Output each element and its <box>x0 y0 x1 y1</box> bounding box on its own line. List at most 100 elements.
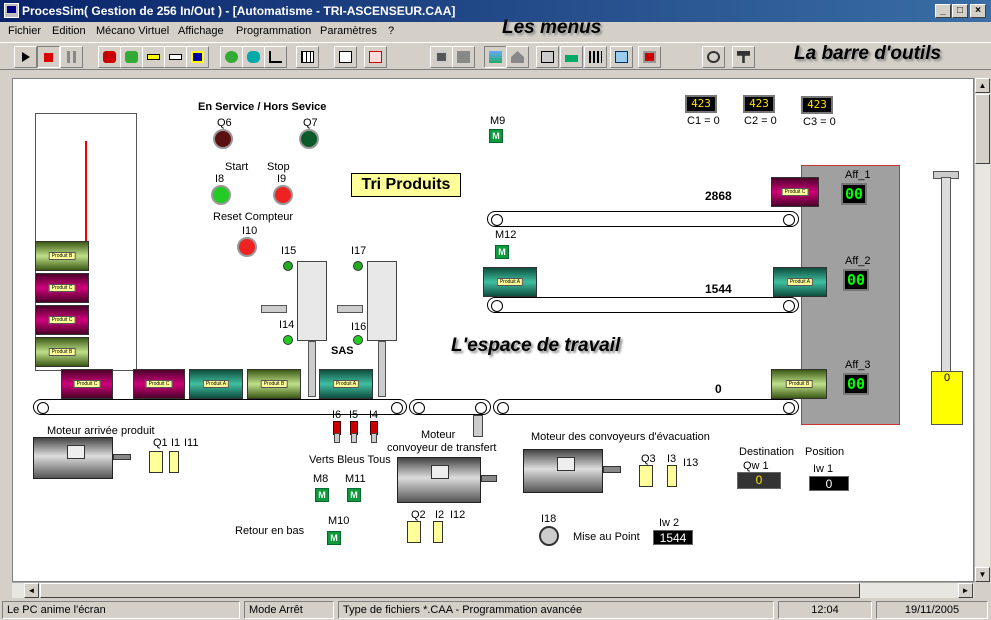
menu-mecano-virtuel[interactable]: Mécano Virtuel <box>96 25 170 37</box>
tool-connector[interactable] <box>142 46 165 68</box>
pause-button[interactable] <box>60 46 83 68</box>
m12-button[interactable]: M <box>495 245 509 259</box>
tool-valve[interactable] <box>242 46 265 68</box>
product-a-box[interactable]: Produit A <box>483 267 537 297</box>
i1-label: I1 <box>171 437 181 449</box>
tool-monitor[interactable] <box>452 46 475 68</box>
product-b-box[interactable]: Produit B <box>247 369 301 399</box>
horizontal-scroll-thumb[interactable] <box>40 583 860 598</box>
minimize-button[interactable]: _ <box>935 4 951 18</box>
q6-label: Q6 <box>217 117 232 129</box>
service-title: En Service / Hors Sevice <box>198 101 327 113</box>
tool-card[interactable] <box>610 46 633 68</box>
tool-network[interactable] <box>702 46 725 68</box>
m11-button[interactable]: M <box>347 488 361 502</box>
qw1-display: 0 <box>737 472 781 489</box>
tool-cube-green[interactable] <box>120 46 143 68</box>
app-icon[interactable] <box>4 3 19 18</box>
scroll-right-button[interactable]: ► <box>958 583 973 598</box>
tool-sensor[interactable] <box>220 46 243 68</box>
scroll-up-button[interactable]: ▲ <box>975 78 990 93</box>
menu-affichage[interactable]: Affichage <box>178 25 224 37</box>
conveyor-icon <box>169 54 182 60</box>
m10-label: M10 <box>328 515 350 527</box>
vertical-scrollbar[interactable]: ▲ ▼ <box>974 78 990 582</box>
tool-conveyor[interactable] <box>164 46 187 68</box>
horizontal-scrollbar[interactable]: ◄ ► <box>12 582 974 598</box>
scroll-left-button[interactable]: ◄ <box>24 583 39 598</box>
status-file-type: Type de fichiers *.CAA - Programmation a… <box>338 601 774 619</box>
product-c-box[interactable]: Produit C <box>35 273 89 303</box>
exit-conveyor-3[interactable] <box>493 399 799 415</box>
elevator-cabin[interactable]: 0 <box>931 371 963 425</box>
i18-selector-knob[interactable] <box>539 526 559 546</box>
tool-computer[interactable] <box>430 46 453 68</box>
i14-sensor <box>283 335 293 345</box>
menu-parametres[interactable]: Paramètres <box>320 25 377 37</box>
product-b-box[interactable]: Produit B <box>771 369 827 399</box>
q5-valve <box>261 305 287 313</box>
maximize-button[interactable]: □ <box>952 4 968 18</box>
m11-label: M11 <box>345 473 366 485</box>
close-button[interactable]: × <box>970 4 986 18</box>
product-c-box[interactable]: Produit C <box>771 177 819 207</box>
m10-button[interactable]: M <box>327 531 341 545</box>
start-button[interactable] <box>211 185 231 205</box>
menu-fichier[interactable]: Fichier <box>8 25 42 37</box>
stop-button[interactable] <box>37 46 60 68</box>
menu-programmation[interactable]: Programmation <box>236 25 312 37</box>
tool-house[interactable] <box>506 46 529 68</box>
tool-gear[interactable] <box>732 46 755 68</box>
play-button[interactable] <box>14 46 37 68</box>
scroll-down-button[interactable]: ▼ <box>975 567 990 582</box>
sas-cylinder-right <box>367 261 397 341</box>
stop-button[interactable] <box>273 185 293 205</box>
exit-conveyor-2[interactable] <box>487 297 799 313</box>
i3-label: I3 <box>667 453 677 465</box>
tool-gripper[interactable] <box>186 46 209 68</box>
tool-vm[interactable] <box>638 46 661 68</box>
toolbar: La barre d'outils <box>0 42 991 70</box>
tool-cube-red[interactable] <box>98 46 121 68</box>
tool-image[interactable] <box>484 46 507 68</box>
product-c-box[interactable]: Produit C <box>35 305 89 335</box>
m8-button[interactable]: M <box>315 488 329 502</box>
reset-counter-button[interactable] <box>237 237 257 257</box>
conveyor-2-count: 1544 <box>705 282 732 296</box>
iw1-display: 0 <box>809 476 849 491</box>
destination-label: Destination <box>739 446 795 458</box>
q4-valve <box>337 305 363 313</box>
tool-s1200[interactable] <box>560 46 583 68</box>
product-b-box[interactable]: Produit B <box>35 337 89 367</box>
status-date: 19/11/2005 <box>876 601 988 619</box>
transfer-conveyor[interactable] <box>409 399 491 415</box>
tool-grid[interactable] <box>296 46 319 68</box>
cube-red-icon <box>103 51 116 63</box>
product-c-box[interactable]: Produit C <box>133 369 185 399</box>
m12-label: M12 <box>495 229 517 241</box>
counter-2-label: C2 = 0 <box>744 115 777 127</box>
i14-label: I14 <box>279 319 295 331</box>
card-icon <box>615 51 628 63</box>
workspace[interactable]: Produit B Produit C Produit C Produit B … <box>12 78 974 582</box>
vertical-scroll-thumb[interactable] <box>975 94 990 164</box>
i16-sensor <box>353 335 363 345</box>
arrival-conveyor[interactable] <box>33 399 407 415</box>
tool-line[interactable] <box>264 46 287 68</box>
tool-relay[interactable] <box>364 46 387 68</box>
exit-conveyor-1[interactable] <box>487 211 799 227</box>
m9-button[interactable]: M <box>489 129 503 143</box>
product-c-box[interactable]: Produit C <box>61 369 113 399</box>
menu-help[interactable]: ? <box>388 25 395 37</box>
product-a-box[interactable]: Produit A <box>773 267 827 297</box>
product-b-box[interactable]: Produit B <box>35 241 89 271</box>
tool-chip[interactable] <box>536 46 559 68</box>
status-bar: Le PC anime l'écran Mode Arrêt Type de f… <box>0 600 991 620</box>
annotation-workspace: L'espace de travail <box>451 335 621 356</box>
aff-3-display: 00 <box>843 373 869 395</box>
tool-panel[interactable] <box>334 46 357 68</box>
menu-edition[interactable]: Edition <box>52 25 86 37</box>
product-a-box[interactable]: Produit A <box>319 369 373 399</box>
tool-module[interactable] <box>584 46 607 68</box>
product-a-box[interactable]: Produit A <box>189 369 243 399</box>
